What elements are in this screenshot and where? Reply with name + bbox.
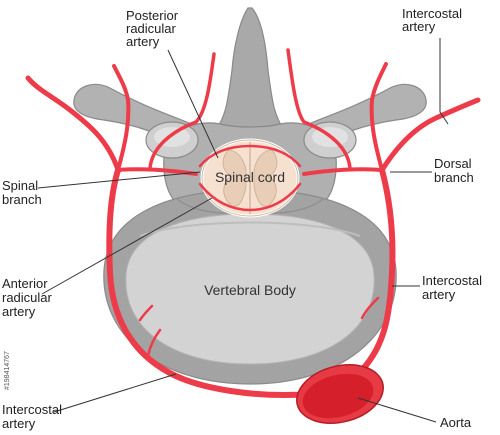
left-dorsal-branch <box>25 75 121 173</box>
anterior-radicular-artery <box>198 182 302 212</box>
labels: Posterior radicular artery Intercostal a… <box>2 6 482 431</box>
label-anterior-radicular-2: radicular <box>2 290 53 305</box>
label-dorsal-branch-2: branch <box>434 170 474 185</box>
leader-intercostal-top <box>439 38 449 125</box>
label-spinal-branch-2: branch <box>2 192 42 207</box>
label-intercostal-right-2: artery <box>422 287 456 302</box>
label-intercostal-top-2: artery <box>402 19 436 34</box>
label-intercostal-top-1: Intercostal <box>402 6 462 21</box>
label-intercostal-bottom-1: Intercostal <box>2 402 62 417</box>
right-intercostal-artery <box>353 167 396 379</box>
leader-posterior-radicular <box>167 49 219 159</box>
right-spinal-branch <box>302 167 384 176</box>
vertebral-body-inner <box>125 213 375 365</box>
posterior-radicular-artery <box>198 144 302 168</box>
spinal-cord <box>200 138 300 218</box>
label-intercostal-bottom-2: artery <box>2 416 36 431</box>
label-posterior-radicular-2: radicular <box>126 21 177 36</box>
label-dorsal-branch-1: Dorsal <box>434 156 472 171</box>
left-intercostal-artery <box>106 167 315 399</box>
leader-aorta <box>357 397 437 423</box>
leader-spinal-branch <box>37 171 201 189</box>
label-intercostal-right-1: Intercostal <box>422 273 482 288</box>
label-spinal-branch-1: Spinal <box>2 178 38 193</box>
spinous-process <box>212 7 288 133</box>
aorta <box>296 364 384 424</box>
stock-id-watermark: #198414767 <box>4 351 11 390</box>
label-anterior-radicular-3: artery <box>2 304 36 319</box>
leader-anterior-radicular <box>41 197 213 295</box>
leader-intercostal-bottom <box>53 373 177 413</box>
arteries <box>25 48 481 399</box>
right-dorsal-branch <box>379 97 481 173</box>
vertebra <box>73 7 427 385</box>
label-posterior-radicular-3: artery <box>126 34 160 49</box>
label-vertebral-body: Vertebral Body <box>204 282 296 298</box>
leader-lines <box>37 38 449 423</box>
label-posterior-radicular-1: Posterior <box>126 8 179 23</box>
label-aorta: Aorta <box>440 415 472 430</box>
label-anterior-radicular-1: Anterior <box>2 276 48 291</box>
label-spinal-cord: Spinal cord <box>215 169 285 185</box>
